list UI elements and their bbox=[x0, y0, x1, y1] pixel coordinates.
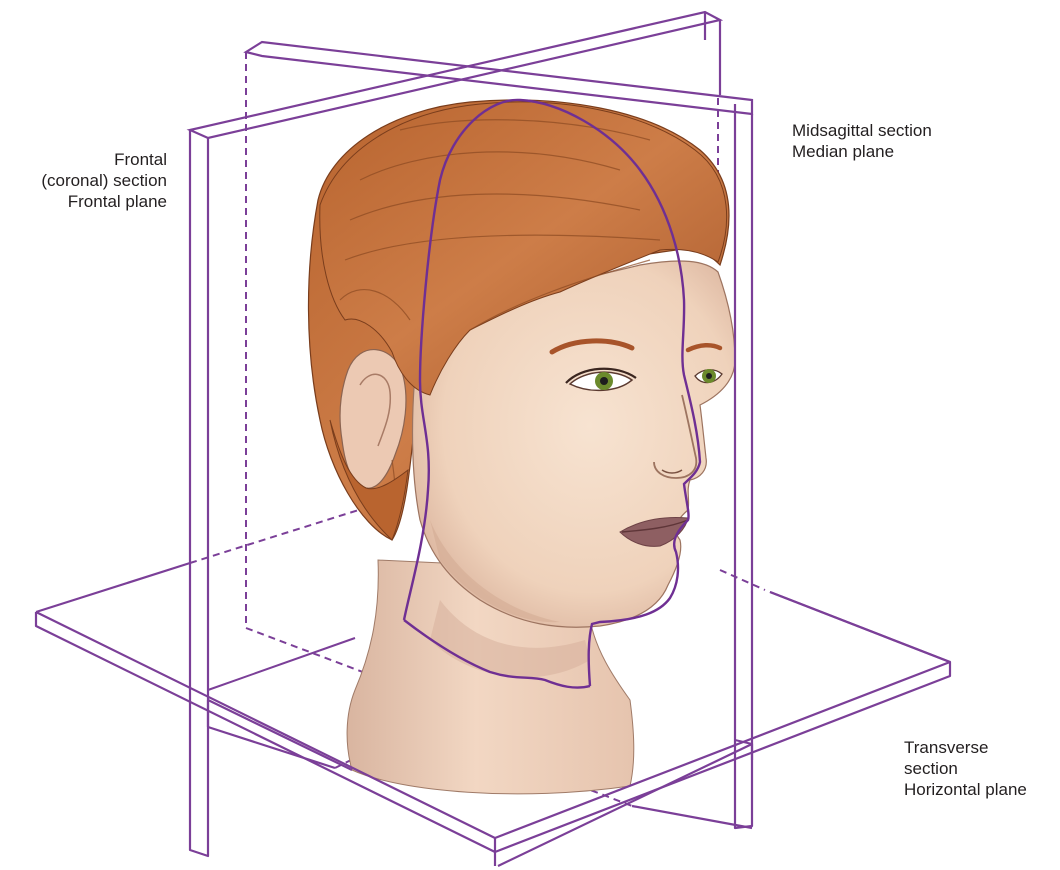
transverse-plane-label-line-1: Transverse bbox=[904, 737, 1027, 758]
midsagittal-plane-label-line-1: Midsagittal section bbox=[792, 120, 932, 141]
transverse-plane-label-line-3: Horizontal plane bbox=[904, 779, 1027, 800]
frontal-plane-right-edge bbox=[735, 104, 752, 828]
transverse-plane-label-line-2: section bbox=[904, 758, 1027, 779]
transverse-hidden-edge-right bbox=[720, 570, 765, 590]
midsagittal-plane-label: Midsagittal section Median plane bbox=[792, 120, 932, 162]
frontal-plane-label: Frontal (coronal) section Frontal plane bbox=[41, 149, 167, 212]
midsagittal-plane-label-line-2: Median plane bbox=[792, 141, 932, 162]
frontal-plane-label-line-1: Frontal bbox=[41, 149, 167, 170]
frontal-plane-left-edge bbox=[190, 130, 208, 856]
head-illustration bbox=[308, 100, 735, 794]
transverse-plane-label: Transverse section Horizontal plane bbox=[904, 737, 1027, 800]
frontal-plane-label-line-3: Frontal plane bbox=[41, 191, 167, 212]
transverse-plane-right-edge bbox=[770, 592, 950, 662]
frontal-plane-label-line-2: (coronal) section bbox=[41, 170, 167, 191]
transverse-hidden-edge-left bbox=[190, 508, 365, 563]
midsagittal-plane-right-edge bbox=[705, 12, 720, 95]
frontal-plane-front-lower bbox=[208, 727, 335, 768]
